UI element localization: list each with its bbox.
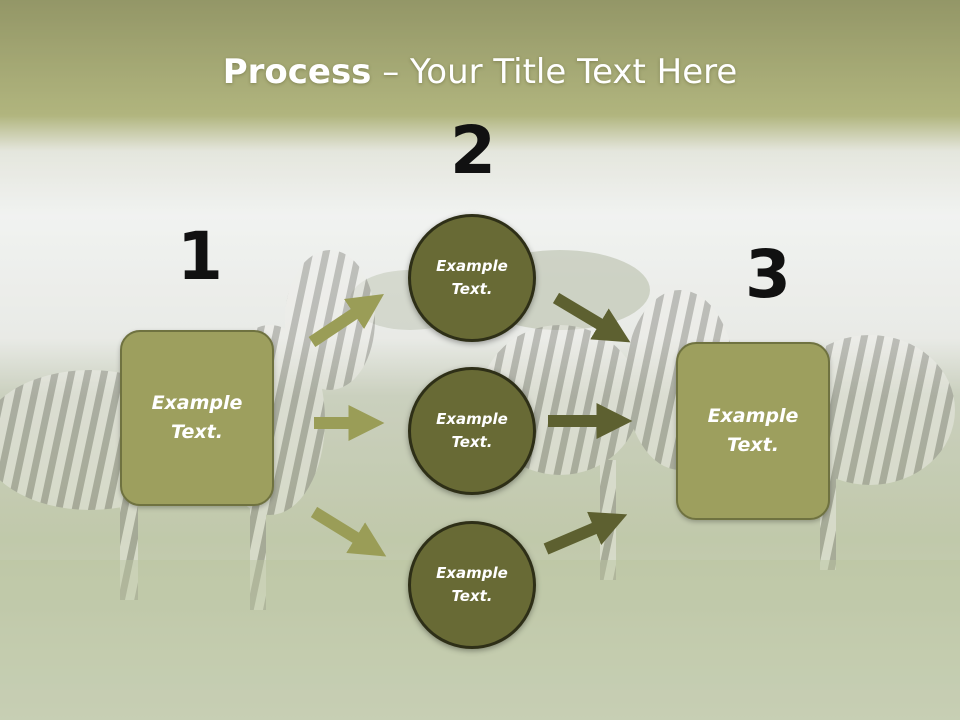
arrow-box1-to-circle-bottom (310, 506, 387, 557)
step-3-text: Example Text. (707, 405, 799, 456)
step-1-text: Example Text. (151, 392, 243, 443)
title-rest: – Your Title Text Here (371, 52, 738, 92)
step-2-circle-bottom-text: Example Text. (436, 564, 508, 605)
step-number-1: 1 (177, 218, 223, 295)
step-2-circle-top-text: Example Text. (436, 257, 508, 298)
step-2-circle-middle: Example Text. (408, 367, 536, 495)
arrow-circle-bottom-to-box3 (543, 511, 628, 555)
step-2-circle-top: Example Text. (408, 214, 536, 342)
title-bold: Process (222, 52, 372, 92)
step-number-3: 3 (745, 236, 791, 313)
arrow-circle-top-to-box3 (552, 292, 631, 343)
step-2-circle-bottom: Example Text. (408, 521, 536, 649)
slide-title: Process – Your Title Text Here (0, 52, 960, 92)
step-number-2: 2 (450, 112, 496, 189)
arrow-box1-to-circle-top (308, 294, 384, 347)
step-3-box: Example Text. (676, 342, 830, 520)
step-2-circle-middle-text: Example Text. (436, 410, 508, 451)
step-1-box: Example Text. (120, 330, 274, 506)
